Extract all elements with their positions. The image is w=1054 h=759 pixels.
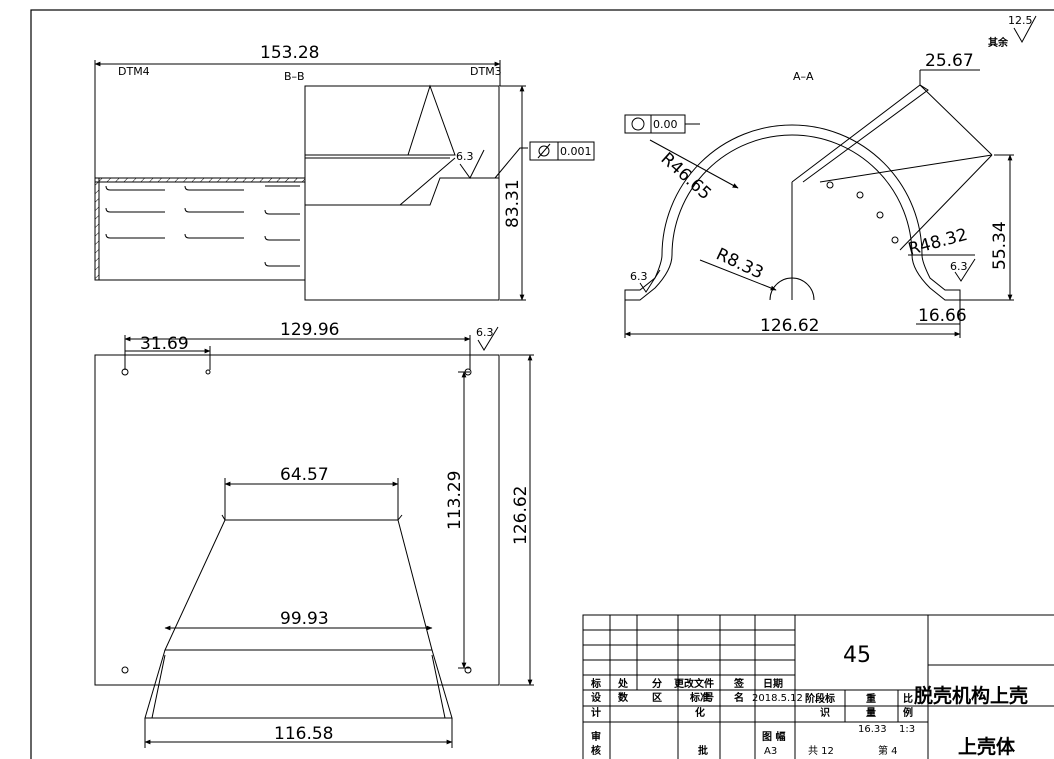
tb-r-check: 核 [591, 744, 601, 757]
plan-dim-hole-span: 113.29 [445, 471, 465, 530]
plan-dim-mid-edge: 99.93 [280, 609, 329, 629]
section-aa-view [624, 15, 1037, 338]
tb-h-scale: 比 [903, 692, 913, 705]
tb-material: 45 [843, 643, 871, 668]
plan-dim-height: 126.62 [511, 486, 531, 545]
plan-dim-hole-offset: 31.69 [140, 334, 189, 354]
plan-view [94, 326, 534, 748]
aa-dim-top: 25.67 [925, 51, 974, 71]
plan-dim-bottom-edge: 116.58 [274, 724, 333, 744]
tb-h-stage2: 识 [820, 707, 830, 719]
tb-h-weight2: 量 [866, 706, 876, 719]
aa-dim-height: 55.34 [990, 221, 1010, 270]
tb-h-mark: 标 [590, 677, 601, 690]
bb-section-title: B–B [284, 70, 305, 83]
aa-tolerance-value: 0.00 [653, 118, 678, 131]
tb-h-weight: 重 [866, 692, 876, 705]
tb-h-scale2: 例 [903, 706, 913, 719]
tb-date-value: 2018.5.12 [752, 693, 803, 704]
tb-h-sheet-size: 图 幅 [762, 730, 785, 743]
general-roughness-note: 其余 [988, 36, 1009, 49]
tb-h-count: 处 [617, 677, 629, 690]
tb-h-sign2: 名 [734, 691, 744, 704]
bb-roughness: 6.3 [456, 150, 474, 163]
tb-h-change-doc: 更改文件 [674, 677, 714, 690]
bb-datum-left: DTM4 [118, 65, 150, 78]
plan-dim-width: 129.96 [280, 320, 339, 340]
aa-roughness-left: 6.3 [630, 270, 648, 283]
tb-r-design: 设 [591, 691, 601, 704]
tb-weight-value: 16.33 [858, 724, 887, 735]
tb-r-standardize2: 化 [695, 706, 705, 719]
tb-r-approve: 批 [698, 744, 708, 757]
tb-scale-value: 1:3 [899, 724, 915, 735]
tb-r-standardize: 标准 [689, 691, 710, 704]
tb-h-stage: 阶段标 [805, 692, 835, 705]
title-block [582, 614, 1054, 759]
tb-h-sign: 签 [733, 677, 745, 690]
tb-part-name: 上壳体 [958, 735, 1016, 758]
tb-r-review: 审 [591, 730, 601, 743]
aa-roughness-right: 6.3 [950, 260, 968, 273]
tb-h-date: 日期 [763, 677, 783, 690]
drawing-frame [30, 9, 1054, 759]
aa-dim-flange: 16.66 [918, 306, 967, 326]
tb-h-zone2: 区 [652, 692, 662, 704]
general-roughness: 12.5 [1008, 14, 1033, 27]
bb-dim-height: 83.31 [503, 179, 523, 228]
tb-h-count2: 数 [618, 691, 629, 704]
plan-dim-top-edge: 64.57 [280, 465, 329, 485]
tb-drawing-name: 脱壳机构上壳 [914, 684, 1028, 707]
tb-sheet-size-value: A3 [764, 746, 777, 757]
tb-page-label: 第 4 [878, 744, 898, 757]
plan-roughness: 6.3 [476, 326, 494, 339]
tb-total-label: 共 12 [808, 745, 834, 757]
bb-dim-overall-width: 153.28 [260, 43, 319, 63]
bb-tolerance-value: 0.001 [560, 145, 592, 158]
tb-h-change-doc2: 号 [704, 692, 714, 704]
tb-h-zone: 分 [652, 677, 662, 690]
section-bb-view [94, 60, 595, 301]
aa-dim-base-width: 126.62 [760, 316, 819, 336]
aa-radius-inner: R8.33 [713, 244, 766, 283]
bb-datum-right: DTM3 [470, 65, 502, 78]
tb-r-design2: 计 [591, 706, 601, 719]
aa-section-title: A–A [793, 70, 814, 83]
